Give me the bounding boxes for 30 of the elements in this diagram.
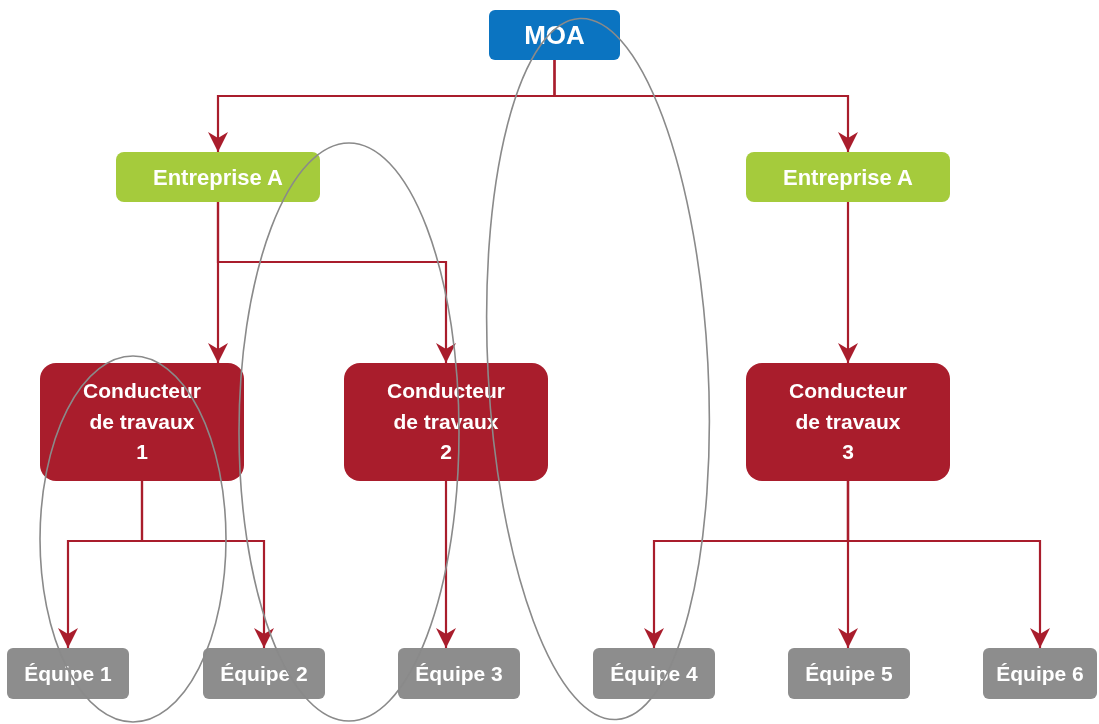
box-label: Équipe 6 xyxy=(996,660,1084,687)
box-label: Équipe 5 xyxy=(805,660,893,687)
box-label: Conducteur de travaux 3 xyxy=(789,378,907,466)
manager-box xyxy=(40,363,244,481)
team-box xyxy=(983,648,1097,699)
team-box xyxy=(593,648,715,699)
box-label: MOA xyxy=(524,18,585,52)
team-box xyxy=(788,648,910,699)
box-label: Équipe 3 xyxy=(415,660,503,687)
box-label: Équipe 4 xyxy=(610,660,698,687)
team-box xyxy=(398,648,520,699)
company-box xyxy=(116,152,320,202)
arrow xyxy=(216,202,456,363)
box-label: Équipe 1 xyxy=(24,660,112,687)
arrow xyxy=(140,481,274,648)
box-label: Entreprise A xyxy=(783,163,913,192)
arrow xyxy=(553,60,858,152)
box-label: Entreprise A xyxy=(153,163,283,192)
company-box xyxy=(746,152,950,202)
box-label: Équipe 2 xyxy=(220,660,308,687)
team-box xyxy=(7,648,129,699)
manager-box xyxy=(344,363,548,481)
arrow xyxy=(436,481,456,648)
box-label: Conducteur de travaux 2 xyxy=(387,378,505,466)
arrow xyxy=(838,202,858,363)
team-box xyxy=(203,648,325,699)
manager-box xyxy=(746,363,950,481)
box-label: Conducteur de travaux 1 xyxy=(83,378,201,466)
arrow xyxy=(846,481,1050,648)
client-box xyxy=(489,10,620,60)
